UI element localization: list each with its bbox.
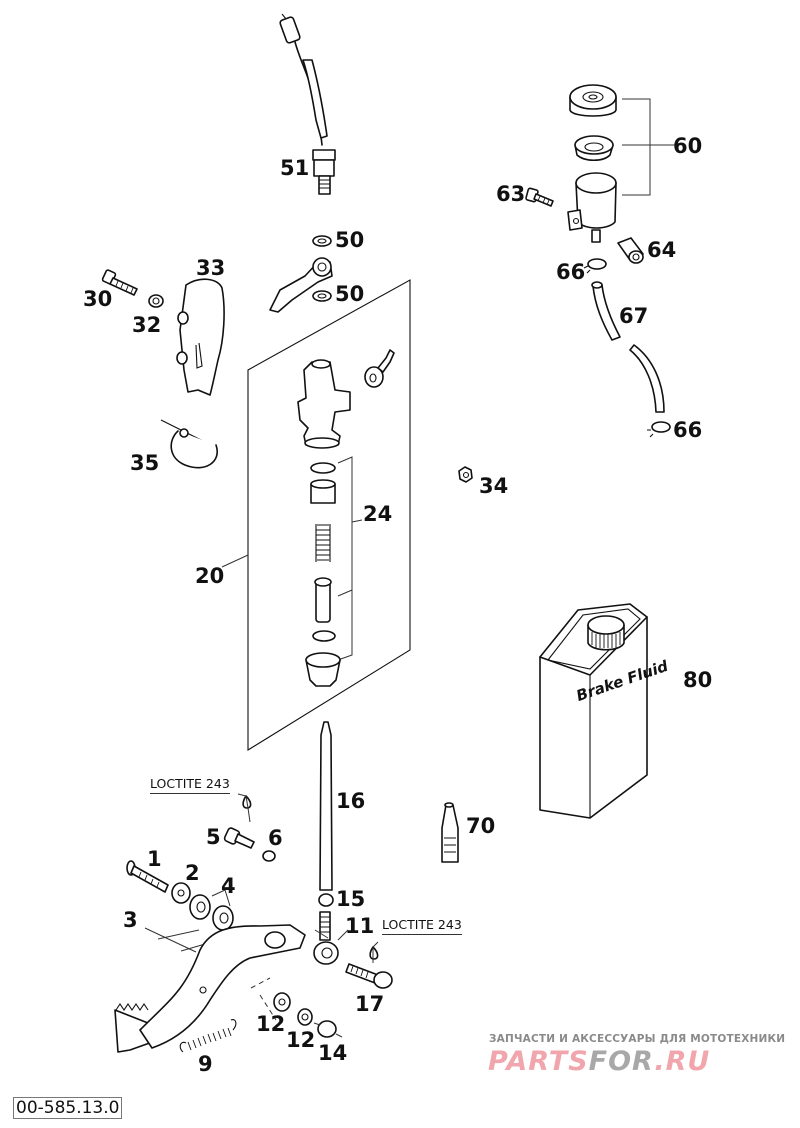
callout-1[interactable]: 1	[147, 847, 162, 871]
washer-12a[interactable]	[273, 992, 291, 1012]
callout-60[interactable]: 60	[673, 134, 703, 158]
watermark-logo-part2: FOR	[588, 1046, 655, 1077]
spring[interactable]	[315, 524, 331, 562]
o-ring[interactable]	[310, 462, 336, 474]
callout-11[interactable]: 11	[345, 914, 375, 938]
callout-64[interactable]: 64	[647, 238, 677, 262]
reservoir-body[interactable]	[567, 172, 617, 243]
hose-clamp-lower[interactable]	[647, 421, 671, 438]
washer-2[interactable]	[171, 882, 191, 904]
brake-pedal[interactable]	[114, 924, 306, 1053]
master-cylinder-body[interactable]	[297, 359, 351, 449]
loctite-note-upper: LOCTITE 243	[150, 777, 230, 794]
callout-15[interactable]: 15	[336, 887, 366, 911]
callout-30[interactable]: 30	[83, 287, 113, 311]
callout-2[interactable]: 2	[185, 861, 200, 885]
callout-17[interactable]: 17	[355, 992, 385, 1016]
callout-50-lower[interactable]: 50	[335, 282, 365, 306]
clevis[interactable]	[313, 911, 339, 965]
watermark-logo-part3: .RU	[654, 1046, 711, 1077]
return-spring[interactable]	[179, 1019, 237, 1053]
brake-fluid-hose[interactable]	[591, 281, 665, 413]
callout-63[interactable]: 63	[496, 182, 526, 206]
brake-light-switch[interactable]	[279, 13, 336, 195]
callout-4[interactable]: 4	[221, 874, 236, 898]
callout-50-upper[interactable]: 50	[335, 228, 365, 252]
bearing-4a[interactable]	[189, 894, 211, 920]
repair-kit-bracket-24	[337, 456, 363, 661]
nut-6[interactable]	[262, 850, 276, 862]
nut-14[interactable]	[317, 1020, 337, 1038]
callout-12-a[interactable]: 12	[256, 1012, 286, 1036]
brake-fluid-container[interactable]	[539, 603, 648, 819]
callout-32[interactable]: 32	[132, 313, 162, 337]
callout-35[interactable]: 35	[130, 451, 160, 475]
reservoir-cap[interactable]	[569, 84, 617, 117]
nut-15[interactable]	[318, 893, 334, 907]
watermark-logo: PARTSFOR.RU	[488, 1048, 710, 1075]
screw-30[interactable]	[101, 269, 138, 296]
nut-34[interactable]	[458, 466, 473, 483]
callout-9[interactable]: 9	[198, 1052, 213, 1076]
circlip[interactable]	[312, 630, 336, 642]
callout-70[interactable]: 70	[466, 814, 496, 838]
hose-nipple[interactable]	[364, 349, 395, 388]
bearing-4b[interactable]	[212, 905, 234, 931]
watermark-logo-part1: PARTS	[488, 1046, 589, 1077]
callout-12-b[interactable]: 12	[286, 1028, 316, 1052]
callout-3[interactable]: 3	[123, 908, 138, 932]
reservoir-bracket-60	[622, 98, 675, 196]
screw-63[interactable]	[525, 187, 554, 207]
cable-tie[interactable]	[160, 419, 219, 469]
callout-66-upper[interactable]: 66	[556, 260, 586, 284]
sleeve[interactable]	[310, 479, 336, 504]
loctite-drop-upper	[237, 793, 252, 823]
reservoir-diaphragm[interactable]	[574, 135, 614, 162]
loctite-drop-lower	[369, 941, 379, 963]
spacer-64[interactable]	[617, 237, 644, 264]
callout-6[interactable]: 6	[268, 826, 283, 850]
loctite-note-lower: LOCTITE 243	[382, 918, 462, 935]
callout-66-lower[interactable]: 66	[673, 418, 703, 442]
bolt-1[interactable]	[126, 860, 169, 893]
seal-ring-lower[interactable]	[312, 290, 332, 302]
hose-clamp-upper[interactable]	[583, 258, 607, 274]
callout-67[interactable]: 67	[619, 304, 649, 328]
seal-ring-upper[interactable]	[312, 235, 332, 247]
banjo-fitting[interactable]	[269, 257, 333, 313]
drawing-code: 00-585.13.0	[13, 1097, 123, 1119]
callout-34[interactable]: 34	[479, 474, 509, 498]
nut-32[interactable]	[148, 294, 164, 308]
callout-24[interactable]: 24	[363, 502, 393, 526]
piston[interactable]	[314, 577, 332, 623]
callout-80[interactable]: 80	[683, 668, 713, 692]
callout-20[interactable]: 20	[195, 564, 225, 588]
threadlocker-bottle[interactable]	[441, 802, 459, 863]
push-rod[interactable]	[319, 721, 333, 891]
callout-33[interactable]: 33	[196, 256, 226, 280]
dust-boot[interactable]	[305, 652, 341, 687]
screw-5[interactable]	[223, 827, 255, 849]
washer-12b[interactable]	[297, 1008, 313, 1026]
callout-14[interactable]: 14	[318, 1041, 348, 1065]
protection-cover[interactable]	[176, 278, 225, 396]
watermark-tagline: ЗАПЧАСТИ И АКСЕССУАРЫ ДЛЯ МОТОТЕХНИКИ	[489, 1033, 786, 1045]
callout-16[interactable]: 16	[336, 789, 366, 813]
bolt-17[interactable]	[345, 963, 393, 989]
assembly-frame-20	[247, 279, 411, 751]
callout-5[interactable]: 5	[206, 825, 221, 849]
callout-51[interactable]: 51	[280, 156, 310, 180]
